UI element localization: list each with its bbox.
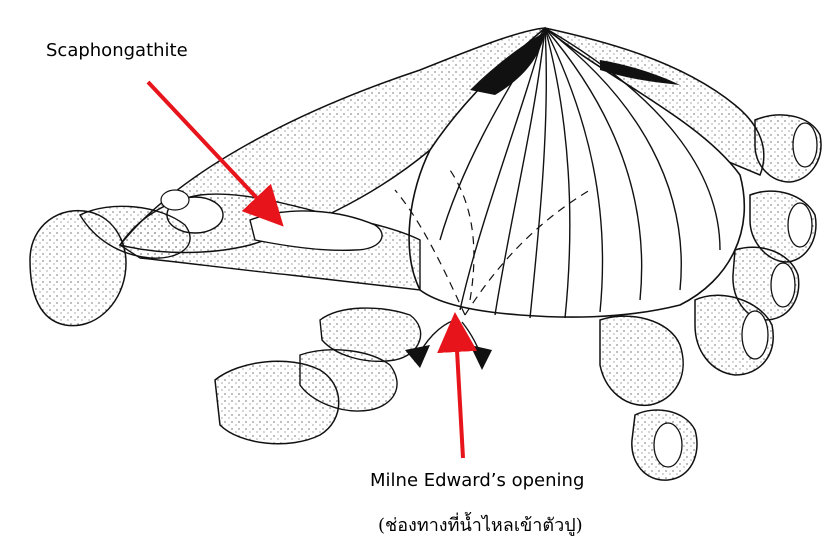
milne-edwards-thai-label: (ช่องทางที่น้ำไหลเข้าตัวปู) — [378, 510, 583, 539]
milne-edwards-opening-label: Milne Edward’s opening — [370, 470, 584, 491]
scaphognathite-label: Scaphongathite — [46, 40, 188, 61]
milne-edwards-pointer-arrow — [456, 332, 463, 458]
mouthpart-segment — [161, 190, 189, 210]
